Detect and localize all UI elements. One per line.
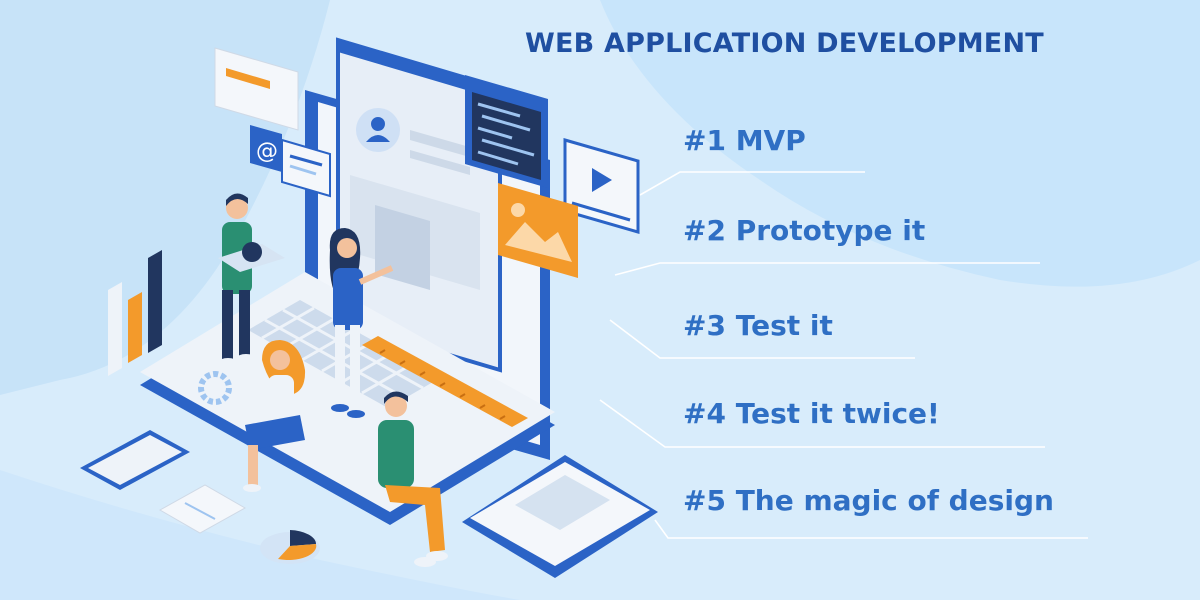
paper-sheet [158,484,247,534]
bar-chart-icon [108,250,162,376]
email-card: @ [250,125,331,198]
step-2-label: #2 Prototype it [683,214,926,247]
person-man-sitting [378,391,448,567]
progress-card [214,47,299,131]
gear-icon [198,371,232,405]
step-3-label: #3 Test it [683,309,833,342]
image-icon [511,203,525,217]
document-panel [462,455,658,578]
video-card [563,138,640,234]
person-man-with-gear [218,193,285,366]
connector-lines [599,171,1088,539]
at-sign-icon: @ [256,139,278,164]
step-1-label: #1 MVP [683,124,806,157]
step-4-label: #4 Test it twice! [683,397,940,430]
tablet-device [80,430,190,490]
image-card [498,183,578,278]
laptop-screen [305,37,550,460]
person-woman-sitting [243,340,306,492]
page-title: WEB APPLICATION DEVELOPMENT [525,28,1044,59]
person-woman-standing [329,228,394,418]
step-5-label: #5 The magic of design [683,484,1054,517]
play-video-icon [592,168,612,192]
gear-icon [242,242,262,262]
pie-chart-icon [260,530,320,564]
code-window [465,75,548,188]
